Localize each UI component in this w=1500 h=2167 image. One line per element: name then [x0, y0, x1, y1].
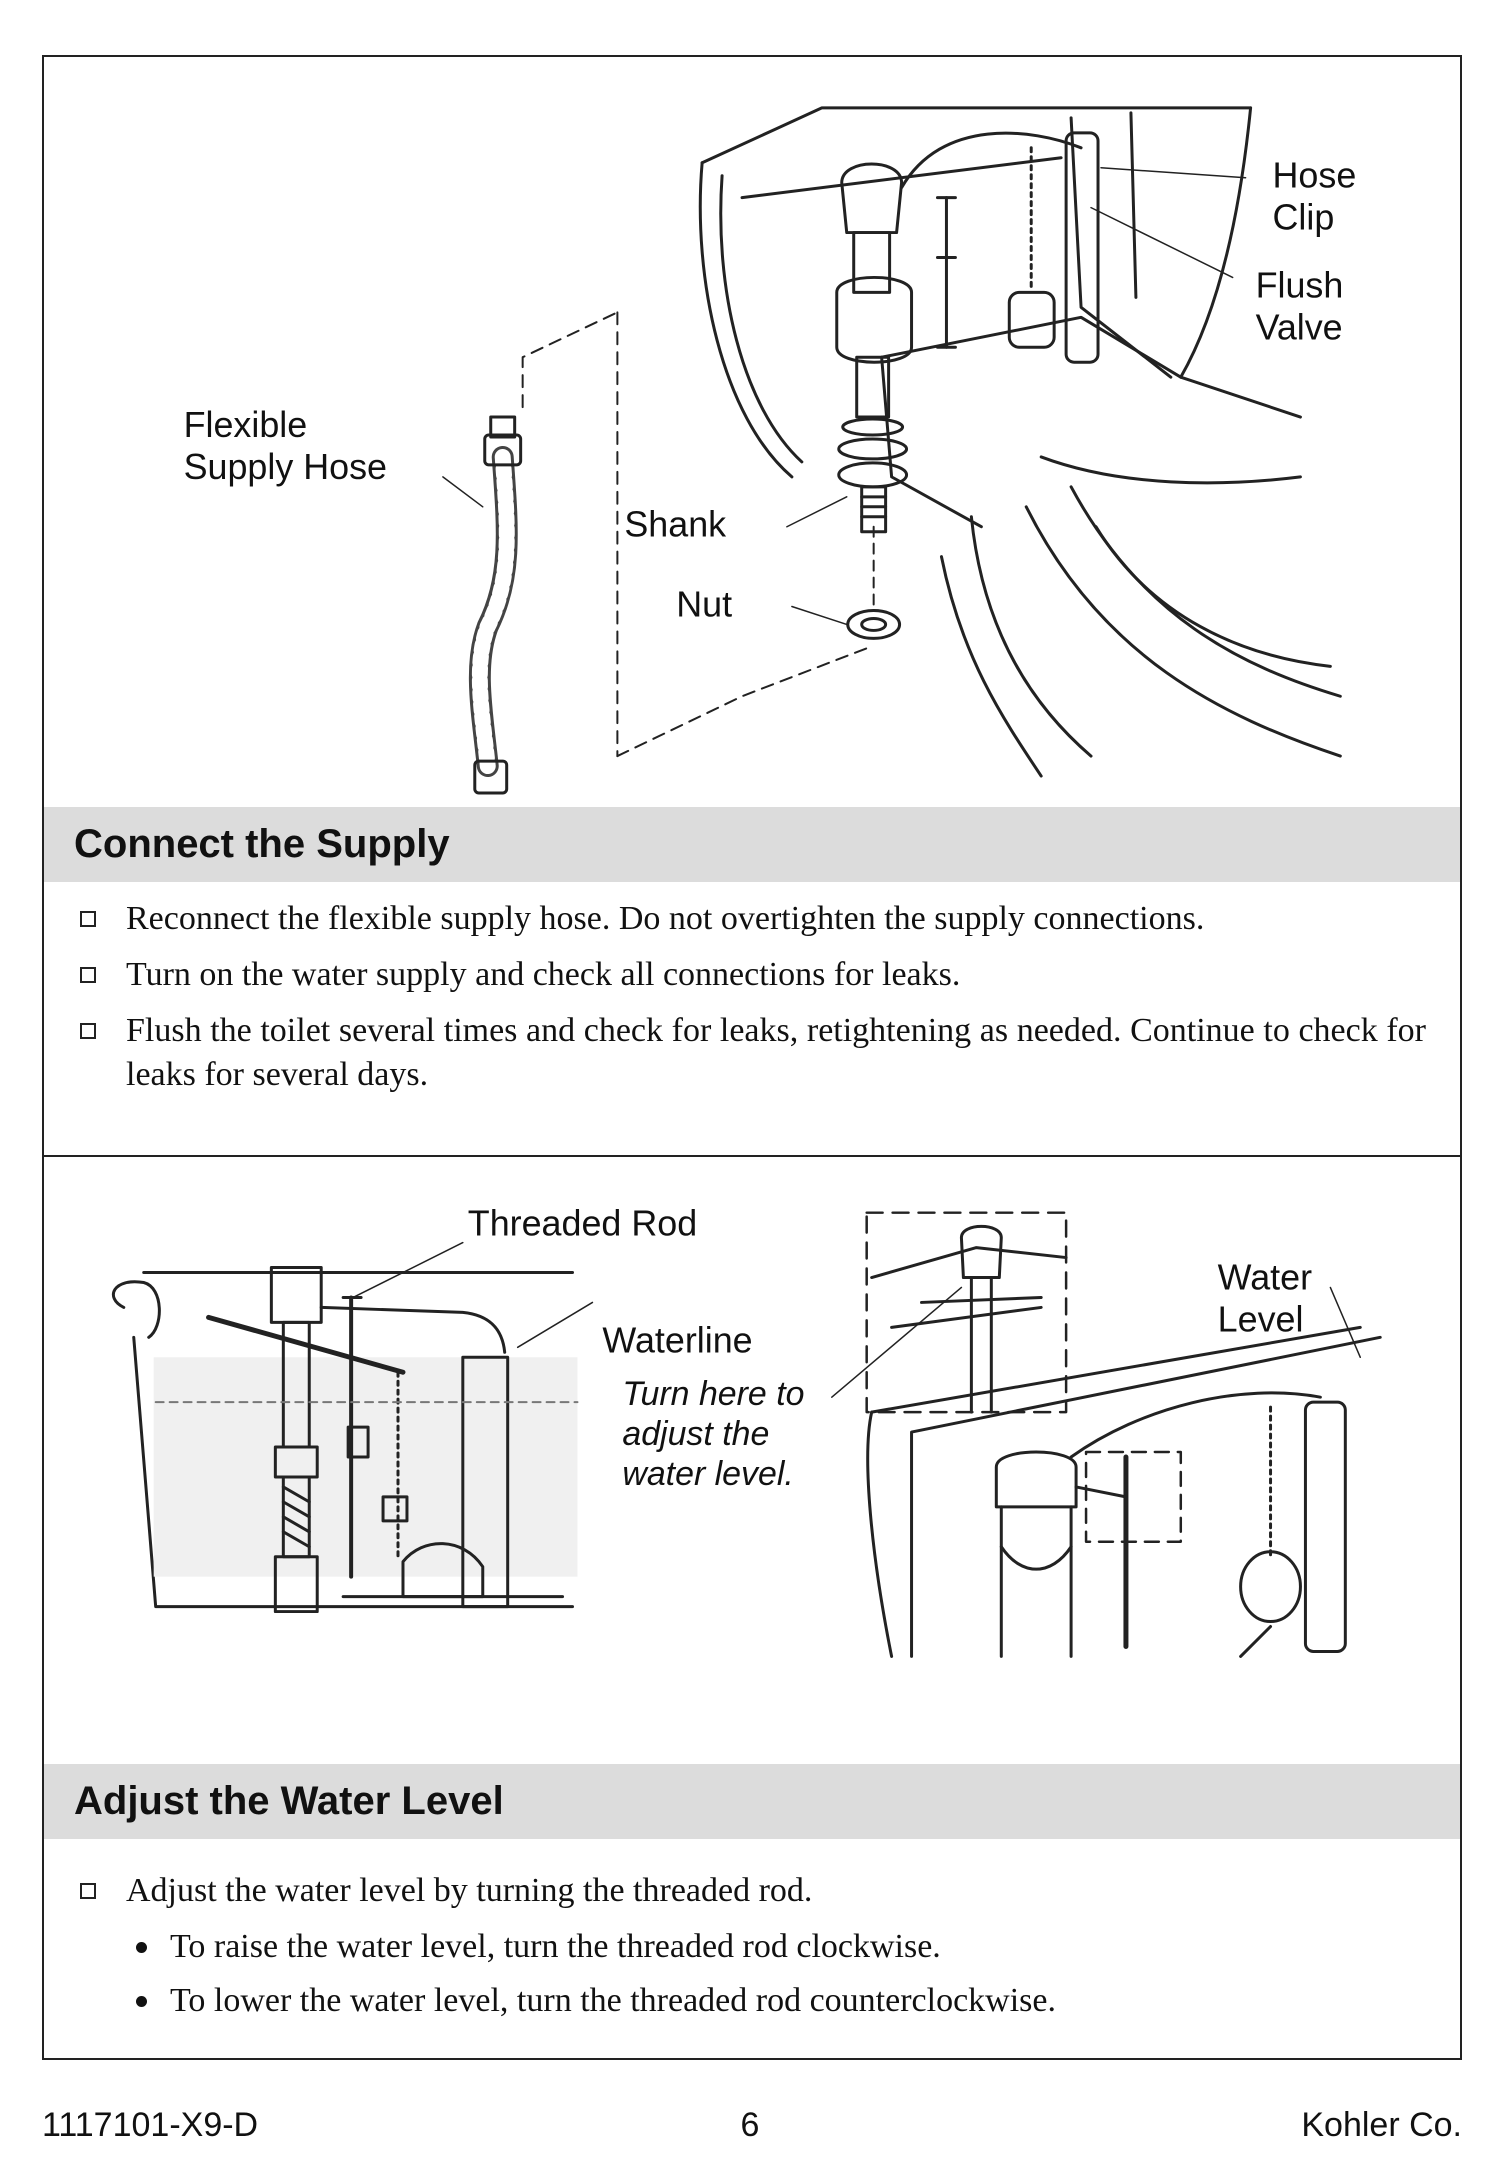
adjust-water-level-title: Adjust the Water Level — [74, 1779, 504, 1823]
step-item: Reconnect the flexible supply hose. Do n… — [78, 897, 1426, 941]
checkbox-icon — [80, 1023, 96, 1039]
flush-valve-label-line2: Valve — [1256, 307, 1343, 347]
flush-valve-label-line1: Flush — [1256, 265, 1344, 305]
adjust-water-level-banner: Adjust the Water Level — [44, 1764, 1460, 1839]
sub-step-text: To lower the water level, turn the threa… — [170, 1982, 1056, 2019]
turn-here-label-line2: adjust the — [622, 1415, 769, 1453]
hose-clip-label-line2: Clip — [1273, 198, 1335, 238]
shank-label: Shank — [624, 505, 726, 545]
step-text: Turn on the water supply and check all c… — [126, 956, 961, 993]
company-name: Kohler Co. — [1301, 2106, 1462, 2144]
checkbox-icon — [80, 1883, 96, 1899]
turn-here-label-line3: water level. — [622, 1455, 793, 1493]
document-number: 1117101-X9-D — [42, 2106, 259, 2144]
hose-clip-label-line1: Hose — [1273, 156, 1357, 196]
page-number: 6 — [740, 2106, 760, 2144]
step-item: Turn on the water supply and check all c… — [78, 953, 1426, 997]
step-text: Flush the toilet several times and check… — [126, 1012, 1426, 1093]
connect-supply-steps: Reconnect the flexible supply hose. Do n… — [44, 897, 1460, 1109]
sub-step-item: To raise the water level, turn the threa… — [78, 1925, 1426, 1969]
bullet-icon — [136, 1996, 147, 2007]
waterline-label: Waterline — [602, 1320, 752, 1360]
step-text: Reconnect the flexible supply hose. Do n… — [126, 900, 1205, 937]
sub-step-text: To raise the water level, turn the threa… — [170, 1928, 941, 1965]
turn-here-label-line1: Turn here to — [622, 1375, 804, 1413]
sub-step-item: To lower the water level, turn the threa… — [78, 1979, 1426, 2023]
checkbox-icon — [80, 911, 96, 927]
flexible-supply-hose-label-line2: Supply Hose — [184, 447, 387, 487]
checkbox-icon — [80, 967, 96, 983]
bullet-icon — [136, 1942, 147, 1953]
water-level-label-line1: Water — [1218, 1257, 1312, 1297]
nut-label: Nut — [676, 584, 732, 624]
step-item: Flush the toilet several times and check… — [78, 1009, 1426, 1097]
threaded-rod-label: Threaded Rod — [468, 1204, 697, 1244]
water-level-label-line2: Level — [1218, 1299, 1304, 1339]
step-text: Adjust the water level by turning the th… — [126, 1872, 813, 1909]
connect-supply-title: Connect the Supply — [74, 822, 450, 866]
flexible-supply-hose-label-line1: Flexible — [184, 405, 308, 445]
adjust-water-level-steps: Adjust the water level by turning the th… — [44, 1869, 1460, 2033]
step-item: Adjust the water level by turning the th… — [78, 1869, 1426, 1913]
connect-supply-banner: Connect the Supply — [44, 807, 1460, 882]
